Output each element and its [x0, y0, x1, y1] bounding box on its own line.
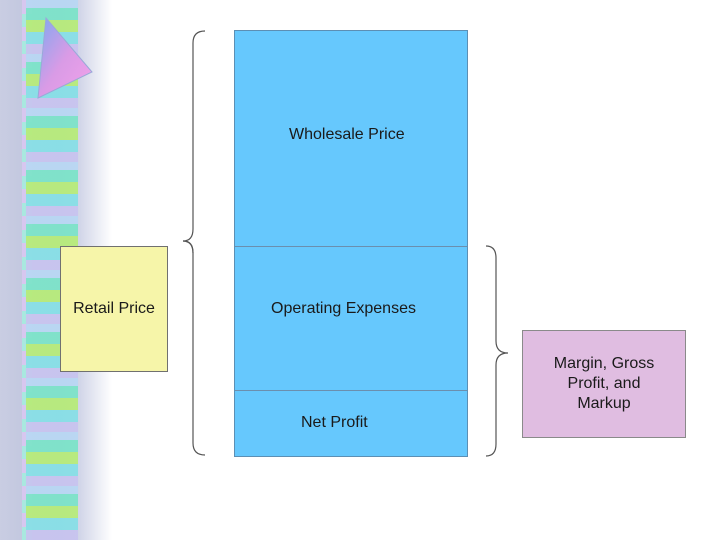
margin-box: Margin, Gross Profit, and Markup — [522, 330, 686, 438]
cost-column: Wholesale Price Operating Expenses Net P… — [234, 30, 468, 457]
margin-label: Margin, Gross Profit, and Markup — [553, 355, 655, 412]
net-profit-label: Net Profit — [301, 414, 368, 431]
triangle-logo-icon — [37, 16, 93, 99]
wholesale-price-label: Wholesale Price — [289, 126, 405, 143]
retail-price-box: Retail Price — [60, 246, 168, 372]
retail-price-label: Retail Price — [73, 300, 155, 317]
wholesale-brace — [182, 30, 206, 254]
divider-line — [235, 246, 467, 247]
retail-brace — [182, 240, 206, 456]
margin-brace — [485, 245, 509, 457]
divider-line — [235, 390, 467, 391]
operating-expenses-label: Operating Expenses — [271, 300, 416, 317]
